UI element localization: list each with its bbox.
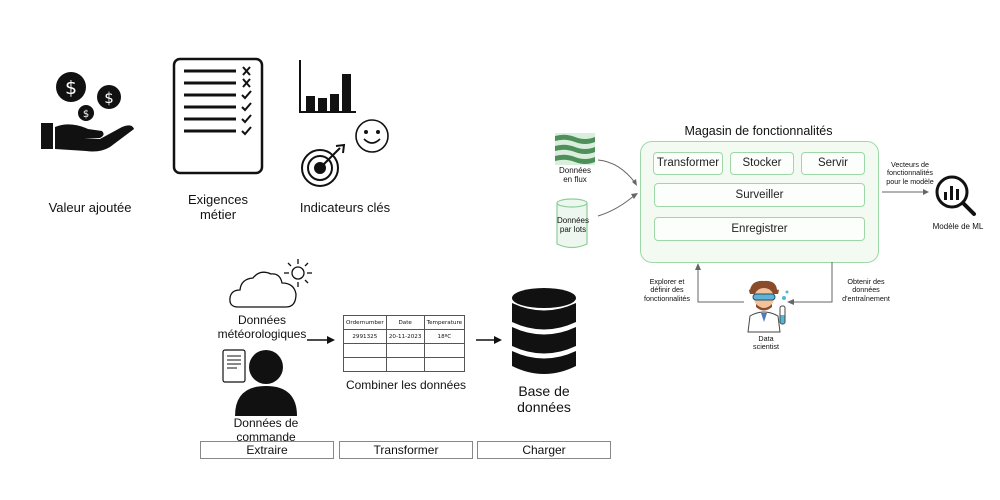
explore-features-label: Explorer et définir des fonctionnalités xyxy=(644,277,690,303)
serve-button[interactable]: Servir xyxy=(801,152,865,175)
weather-icon xyxy=(229,259,312,308)
data-scientist-icon xyxy=(747,280,789,333)
transform-button[interactable]: Transformer xyxy=(653,152,723,175)
combined-data-table: Ordernumber Date Temperature 2991325 20-… xyxy=(343,315,466,372)
table-cell-ordernumber: 2991325 xyxy=(343,329,387,344)
store-button[interactable]: Stocker xyxy=(730,152,794,175)
svg-text:$: $ xyxy=(65,77,77,99)
order-data-label: Données de commande xyxy=(233,416,299,444)
svg-text:$: $ xyxy=(104,89,114,107)
database-label: Base de données xyxy=(517,383,571,416)
combine-data-label: Combiner les données xyxy=(345,378,467,392)
monitor-button[interactable]: Surveiller xyxy=(654,183,865,207)
arrow-weather-to-table xyxy=(307,336,335,344)
bar-chart-icon xyxy=(299,60,356,113)
document-icon xyxy=(222,349,246,383)
weather-data-label: Données météorologiques xyxy=(217,313,307,341)
key-indicators-label: Indicateurs clés xyxy=(299,200,391,215)
register-button[interactable]: Enregistrer xyxy=(654,217,865,241)
table-header-temperature: Temperature xyxy=(423,315,466,330)
requirements-checklist-icon xyxy=(172,57,264,175)
value-added-label: Valeur ajoutée xyxy=(48,200,132,215)
streaming-data-icon xyxy=(555,133,595,165)
arrow-table-to-db xyxy=(476,336,502,344)
arrows-into-store xyxy=(597,159,638,217)
scientist-arrows xyxy=(695,262,833,305)
ml-model-label: Modèle de ML xyxy=(932,222,984,231)
arrow-store-to-model xyxy=(882,189,929,195)
stage-load: Charger xyxy=(477,441,611,459)
batch-data-label: Données par lots xyxy=(556,216,590,235)
table-cell-date: 20-11-2023 xyxy=(385,329,425,344)
data-scientist-label: Data scientist xyxy=(753,334,779,352)
ml-model-icon xyxy=(935,175,976,216)
feature-vectors-label: Vecteurs de fonctionnalités pour le modè… xyxy=(886,160,934,186)
table-header-ordernumber: Ordernumber xyxy=(343,315,387,330)
batch-data-icon xyxy=(556,198,588,249)
table-cell-temperature: 18ºC xyxy=(423,329,466,344)
money-hand-icon: $ $ $ xyxy=(41,72,134,152)
target-icon xyxy=(301,143,346,187)
smiley-icon xyxy=(355,119,389,153)
person-icon xyxy=(235,350,297,416)
database-icon xyxy=(512,288,576,374)
table-header-date: Date xyxy=(385,315,425,330)
stage-transform: Transformer xyxy=(339,441,473,459)
feature-store-title: Magasin de fonctionnalités xyxy=(684,124,833,138)
business-requirements-label: Exigences métier xyxy=(188,192,248,222)
streaming-data-label: Données en flux xyxy=(558,166,592,185)
stage-extract: Extraire xyxy=(200,441,334,459)
svg-text:$: $ xyxy=(83,109,89,120)
training-data-label: Obtenir des données d'entraînement xyxy=(842,277,890,303)
